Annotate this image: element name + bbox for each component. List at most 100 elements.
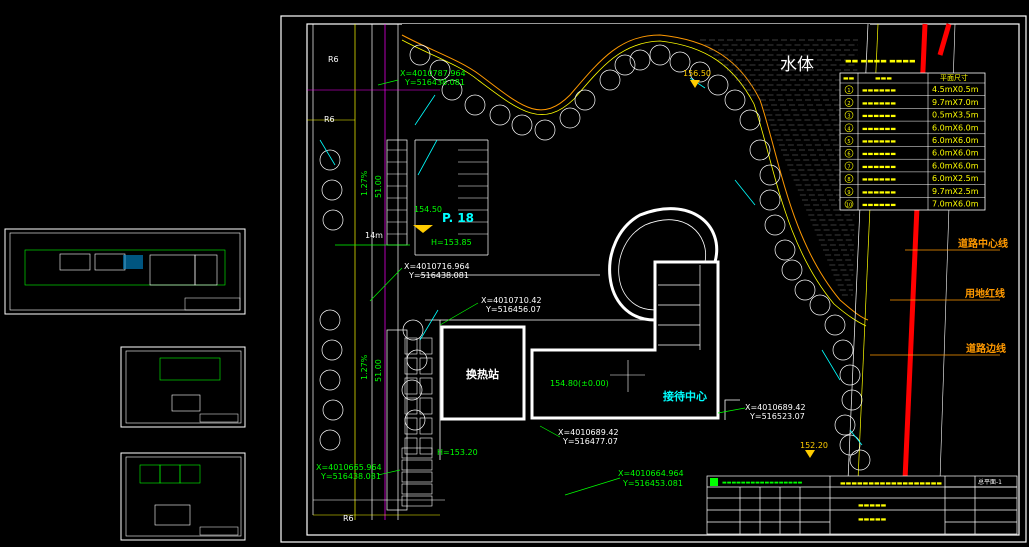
legend-item-size: 6.0mX6.0m (932, 136, 979, 145)
heat-station-label: 换热站 (466, 367, 499, 381)
car (404, 417, 418, 435)
legend-item-size: 4.5mX0.5m (932, 85, 979, 94)
coord-6-y: Y=516438.081 (320, 472, 381, 481)
legend-item-name-placeholder: ▬▬▬▬▬▬ (862, 100, 896, 107)
coord-2-y: Y=516438.081 (408, 271, 469, 280)
tree (321, 179, 343, 201)
legend-index: 4 (847, 126, 850, 132)
equipment-block (401, 471, 433, 483)
car (404, 377, 418, 395)
level-bottom: 152.20 (800, 441, 828, 450)
legend-index: 7 (847, 164, 850, 170)
legend-item-name-placeholder: ▬▬▬▬▬▬ (862, 176, 896, 183)
coord-1-x: X=4010787.964 (400, 69, 466, 78)
level-top: 156.50 (683, 69, 711, 78)
tree (559, 107, 581, 129)
legend-item-name-placeholder: ▬▬▬▬▬▬ (862, 125, 896, 132)
equipment-block (401, 483, 433, 495)
drawing-type-placeholder: ▬▬▬▬▬ (858, 516, 887, 523)
equipment-block (401, 459, 433, 471)
parking-stalls (387, 149, 488, 235)
legend-item-name-placeholder: ▬▬▬▬▬▬ (862, 151, 896, 158)
legend-index: 8 (847, 177, 850, 183)
tree (834, 414, 856, 436)
left-road-lines (307, 24, 445, 520)
coord-7-x: X=4010664.964 (618, 469, 684, 478)
legend-item-name-placeholder: ▬▬▬▬▬▬ (862, 87, 896, 94)
legend-index-circle (844, 161, 854, 171)
drawing-code: 总平面-1 (978, 478, 1002, 486)
tree (759, 189, 781, 211)
tree (409, 44, 431, 66)
legend-index-circle (844, 110, 854, 120)
tree (724, 89, 746, 111)
legend-index-circle (844, 199, 854, 209)
parked-cars (401, 337, 433, 507)
legend-item-size: 9.7mX7.0m (932, 98, 979, 107)
tree (841, 389, 863, 411)
legend-item-name-placeholder: ▬▬▬▬▬▬ (862, 163, 896, 170)
dim-51-top: 51.00 (374, 175, 383, 198)
title-block[interactable] (706, 475, 1018, 535)
site-outline (420, 274, 740, 460)
legend-index-circle (844, 98, 854, 107)
sheet-thumbnail-2[interactable] (120, 346, 246, 428)
dim-51-bottom: 51.00 (374, 359, 383, 382)
equipment-block (401, 495, 433, 507)
coord-2-x: X=4010716.964 (404, 262, 470, 271)
tree (839, 364, 861, 386)
legend-item-size: 6.0mX2.5m (932, 174, 979, 183)
tree (832, 339, 854, 361)
drawing-name-placeholder: ▬▬▬▬▬ (858, 502, 887, 509)
tree (322, 399, 344, 421)
tree (404, 409, 426, 431)
car (419, 337, 433, 355)
tree (707, 74, 729, 96)
tree (599, 69, 621, 91)
sheet-thumbnail-1[interactable] (4, 228, 246, 315)
tree (759, 164, 781, 186)
road-edge-label: 道路边线 (966, 342, 1006, 355)
trees (319, 44, 871, 471)
building-heat-station[interactable] (440, 325, 526, 421)
tree (824, 314, 846, 336)
radius-top: R6 (328, 55, 339, 64)
legend-index: 1 (847, 88, 850, 94)
building-reception-center[interactable] (530, 260, 720, 420)
car (419, 357, 433, 375)
legend-index: 6 (847, 152, 850, 158)
coord-4-y: Y=516477.07 (562, 437, 618, 446)
tree (839, 434, 861, 456)
tree (689, 61, 711, 83)
legend-item-size: 6.0mX6.0m (932, 123, 979, 132)
car (404, 397, 418, 415)
company-logo (710, 478, 718, 486)
legend-index-circle (844, 148, 854, 158)
coord-5-y: Y=516523.07 (749, 412, 805, 421)
dim-slope-top: 1.27% (360, 170, 369, 196)
radius-bottom: R6 (343, 514, 354, 523)
legend-caption: ▬▬ ▬▬▬▬ ▬▬▬▬ (845, 57, 916, 65)
legend-item-size: 6.0mX6.0m (932, 161, 979, 170)
tree (849, 449, 871, 471)
tree (429, 59, 451, 81)
legend-index: 3 (847, 114, 850, 120)
company-name-placeholder: ▬▬▬▬▬▬▬▬▬▬▬▬▬▬▬▬▬ (722, 480, 803, 486)
level-markers (413, 80, 815, 458)
tree (764, 214, 786, 236)
sheet-thumbnail-3[interactable] (120, 452, 246, 541)
legend-item-size: 0.5mX3.5m (932, 111, 979, 120)
legend-index: 9 (847, 190, 850, 196)
road-center-label: 道路中心线 (958, 237, 1008, 250)
legend-index: 2 (847, 101, 850, 107)
tree (319, 429, 341, 451)
car (419, 377, 433, 395)
red-line-label: 用地红线 (964, 287, 1005, 300)
tree (321, 339, 343, 361)
tree (739, 109, 761, 131)
tree (774, 239, 796, 261)
tree (781, 259, 803, 281)
tree (534, 119, 556, 141)
tree (794, 279, 816, 301)
legend-index-circle (844, 85, 854, 94)
